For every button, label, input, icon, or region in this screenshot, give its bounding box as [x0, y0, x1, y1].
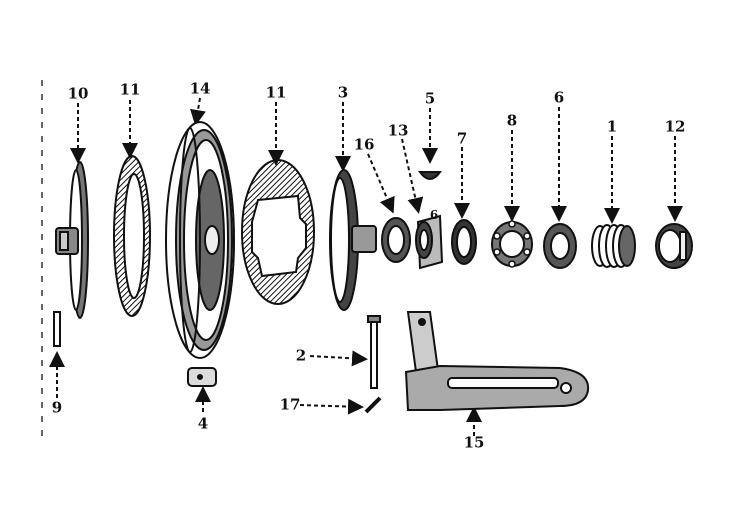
part-13-collar	[415, 214, 444, 270]
part-11-large-disc	[241, 159, 315, 305]
callout-13: 13	[387, 121, 409, 140]
part-1-spring	[591, 224, 636, 268]
leader-13	[401, 138, 424, 214]
callout-8: 8	[506, 111, 518, 130]
callout-12: 12	[664, 117, 686, 136]
part-12-nut	[655, 223, 693, 269]
callout-2: 2	[295, 346, 307, 365]
callout-3: 3	[337, 83, 349, 102]
part-3-pressure-plate	[329, 169, 377, 311]
part-14-drum	[165, 121, 235, 359]
callout-11-middle: 11	[265, 83, 287, 102]
callout-6-small: 6	[429, 208, 439, 222]
callout-5: 5	[424, 89, 436, 108]
part-5-cap	[418, 171, 442, 180]
callout-11-left: 11	[119, 80, 141, 99]
callout-9: 9	[51, 398, 63, 417]
leader-17	[299, 398, 364, 415]
leader-14	[190, 97, 206, 126]
callout-15: 15	[463, 433, 485, 452]
callout-14: 14	[189, 79, 211, 98]
leader-16	[367, 153, 395, 214]
callout-7: 7	[456, 129, 468, 148]
callout-1: 1	[606, 117, 618, 136]
part-17-cotter-pin	[364, 396, 382, 414]
part-4-key	[187, 367, 217, 387]
part-10-hub-flange	[55, 161, 89, 319]
part-9-pin	[53, 311, 61, 347]
part-7-ring	[451, 219, 477, 265]
part-16-ring	[381, 217, 411, 263]
part-8-bearing	[491, 220, 533, 268]
part-15-lever	[404, 311, 590, 411]
callout-4: 4	[197, 414, 209, 433]
callout-16: 16	[353, 135, 375, 154]
callout-17: 17	[279, 395, 301, 414]
callout-10: 10	[67, 84, 89, 103]
part-11-friction-disc	[113, 155, 151, 317]
part-2-bolt	[367, 315, 381, 389]
leader-2	[309, 350, 368, 367]
part-6-washer	[543, 223, 577, 269]
callout-6: 6	[553, 88, 565, 107]
